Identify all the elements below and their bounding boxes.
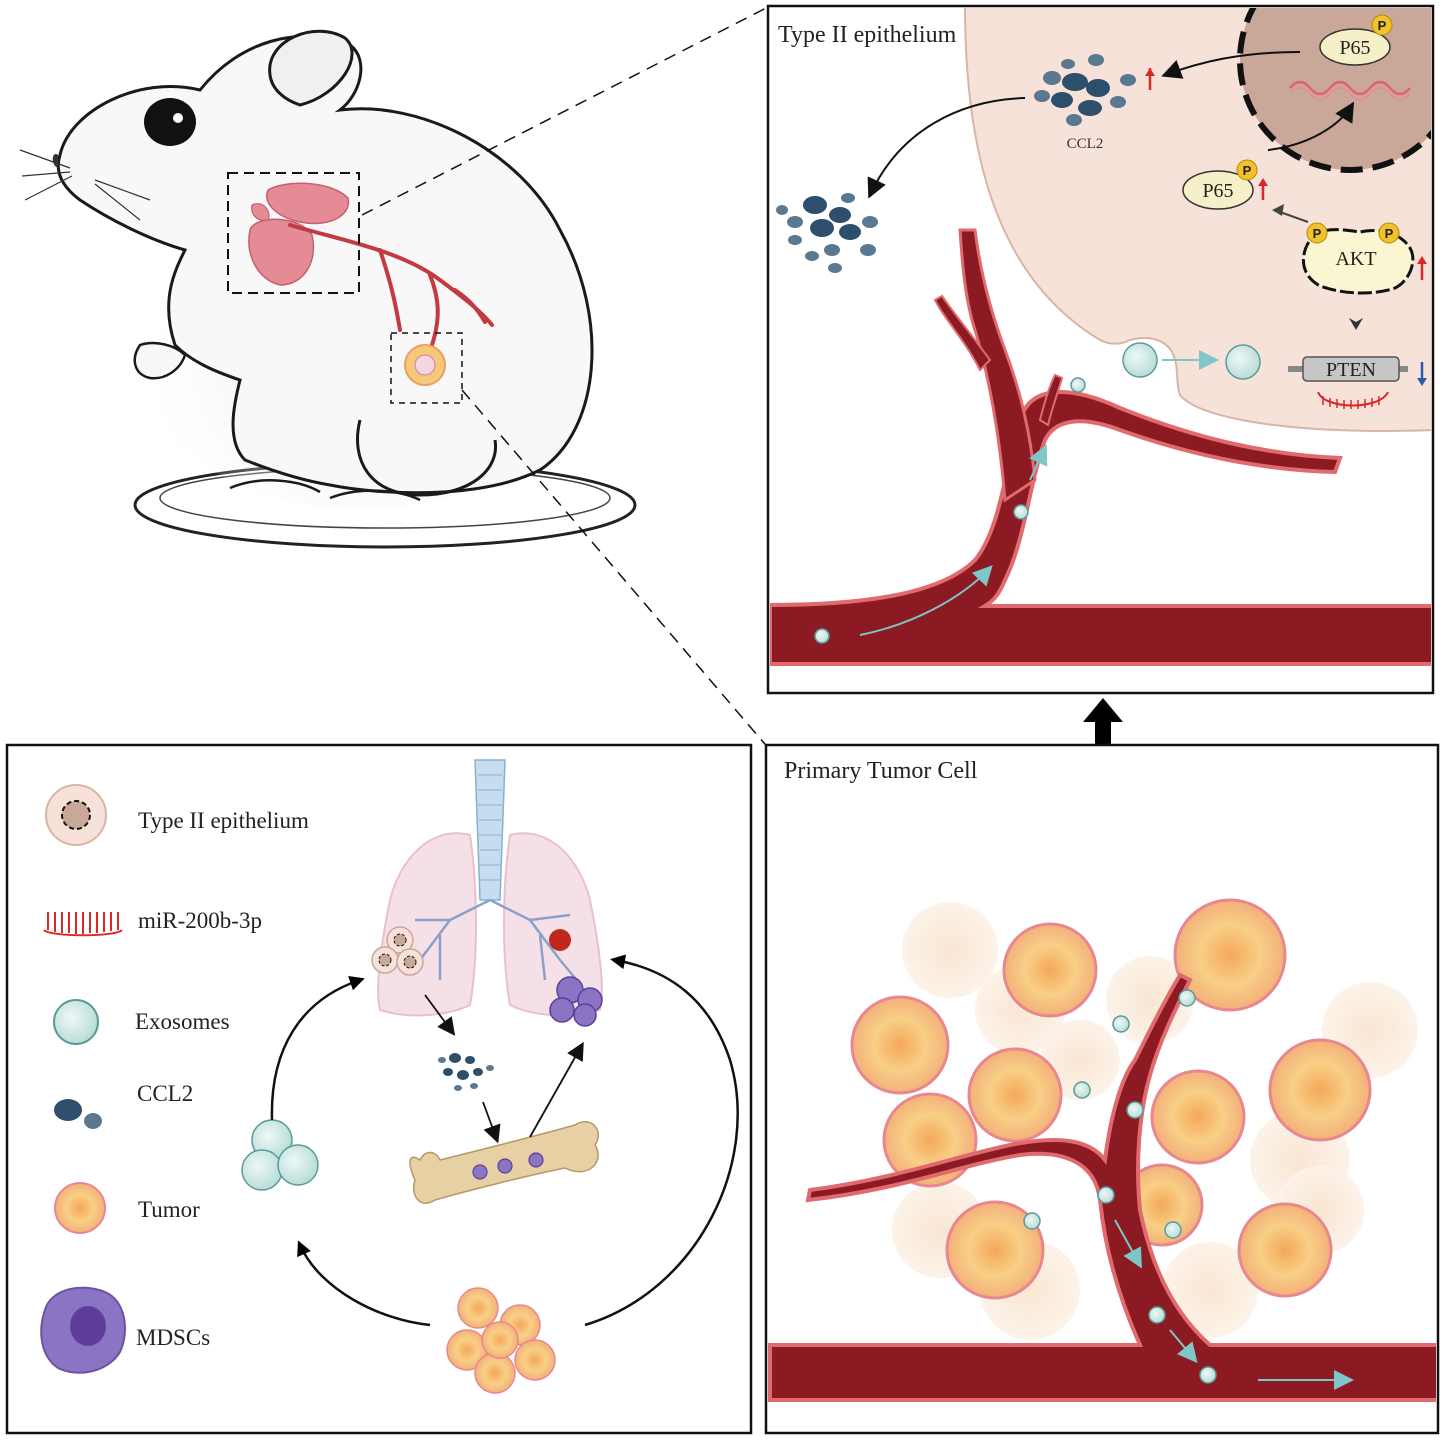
faint-tumor-cells xyxy=(892,902,1418,1340)
bone-to-lung-arrow xyxy=(529,1041,584,1138)
phospho-label-akt-1: P xyxy=(1313,226,1322,241)
mouse-whiskers xyxy=(19,149,151,221)
primary-tumor-cluster xyxy=(446,1287,556,1394)
mouse-body xyxy=(56,34,594,495)
mouse-vessels xyxy=(288,223,494,347)
pten-label: PTEN xyxy=(1326,359,1376,381)
akt-node: AKT P P xyxy=(1301,222,1415,295)
akt-label: AKT xyxy=(1335,248,1376,270)
cycle-arrows xyxy=(270,954,739,1327)
mouse-ear xyxy=(268,29,354,107)
summary-panel: Type II epithelium miR-200b-3p Exosomes … xyxy=(5,743,753,1435)
legend-label-mdscs: MDSCs xyxy=(136,1325,210,1350)
blood-vessel-bottom xyxy=(768,972,1436,1402)
tumor-to-metastasis-arrow xyxy=(584,954,739,1327)
p65-cytoplasmic: P65 P xyxy=(1182,159,1258,210)
tumor-panel: Primary Tumor Cell xyxy=(764,743,1440,1435)
phospho-label: P xyxy=(1378,18,1387,33)
legend-label-mirna: miR-200b-3p xyxy=(138,908,262,933)
akt-up-arrow xyxy=(1417,256,1427,264)
blood-vessel-top xyxy=(770,228,1431,666)
p65-to-ccl2-arrow xyxy=(1161,51,1301,79)
p65-translocation-arrow xyxy=(1267,101,1355,151)
ccl2-up-arrow xyxy=(1145,68,1155,76)
lung-panel-title: Type II epithelium xyxy=(778,22,957,48)
exosome-icon xyxy=(53,999,99,1045)
mirna-icon xyxy=(43,912,123,937)
exosome-to-lung-arrow xyxy=(270,976,365,1121)
exosome-uptake xyxy=(1122,342,1261,380)
legend-label-exosomes: Exosomes xyxy=(135,1009,230,1034)
ccl2-secretion-arrow xyxy=(867,97,1026,199)
human-lungs xyxy=(371,759,603,1027)
exosome-cluster-summary xyxy=(241,1119,319,1191)
mouse-tumor xyxy=(404,344,446,386)
lung-to-ccl2-arrow xyxy=(424,994,456,1036)
p65-nuclear-label: P65 xyxy=(1339,37,1370,59)
mouse-paw-front xyxy=(133,341,187,380)
type-ii-epithelium-icon xyxy=(45,784,107,846)
panel-connector-arrow xyxy=(1083,698,1123,746)
mouse-eye xyxy=(144,98,196,146)
mouse-illustration xyxy=(19,5,771,751)
pten-node: PTEN xyxy=(1288,356,1408,382)
p65-up-arrow xyxy=(1258,178,1268,186)
lung-zoom-box xyxy=(227,172,360,294)
bone-marrow xyxy=(409,1121,599,1204)
legend-label-ccl2: CCL2 xyxy=(137,1081,193,1106)
mouse-hind-leg xyxy=(356,419,498,497)
tumor-icon xyxy=(54,1182,106,1234)
legend-label-type-ii: Type II epithelium xyxy=(138,808,309,833)
mouse-lungs xyxy=(248,182,350,286)
mirna-pten xyxy=(1317,391,1389,409)
ccl2-cluster-summary xyxy=(438,1053,494,1091)
p65-nuclear: P65 P xyxy=(1319,14,1393,66)
mdsc-icon xyxy=(40,1286,126,1374)
lung-panel: P65 P CCL2 xyxy=(766,4,1435,695)
pten-to-akt-arrow xyxy=(1349,318,1363,330)
legend-label-tumor: Tumor xyxy=(138,1197,200,1222)
tumor-cells xyxy=(850,898,1372,1300)
tumor-panel-title: Primary Tumor Cell xyxy=(784,758,978,784)
phospho-label-p65: P xyxy=(1243,163,1252,178)
ccl2-label: CCL2 xyxy=(1067,136,1104,152)
phospho-label-akt-2: P xyxy=(1385,226,1394,241)
ccl2-cluster-secreted xyxy=(776,193,878,273)
tumor-zoom-box xyxy=(390,332,463,404)
ccl2-cluster-intracellular xyxy=(1034,54,1136,126)
akt-to-p65-arrow xyxy=(1272,204,1284,216)
summary-panel-frame xyxy=(5,743,753,1435)
ccl2-icon xyxy=(54,1099,102,1129)
small-arrows xyxy=(424,994,584,1144)
ccl2-to-bone-arrow xyxy=(482,1101,501,1144)
tumor-to-exosome-arrow xyxy=(297,1240,431,1327)
zoom-line-bottom xyxy=(461,389,771,751)
pten-down-arrow xyxy=(1417,378,1427,386)
p65-cytoplasmic-label: P65 xyxy=(1202,180,1233,202)
dna-strand xyxy=(1289,80,1411,96)
zoom-line-top xyxy=(361,5,771,216)
